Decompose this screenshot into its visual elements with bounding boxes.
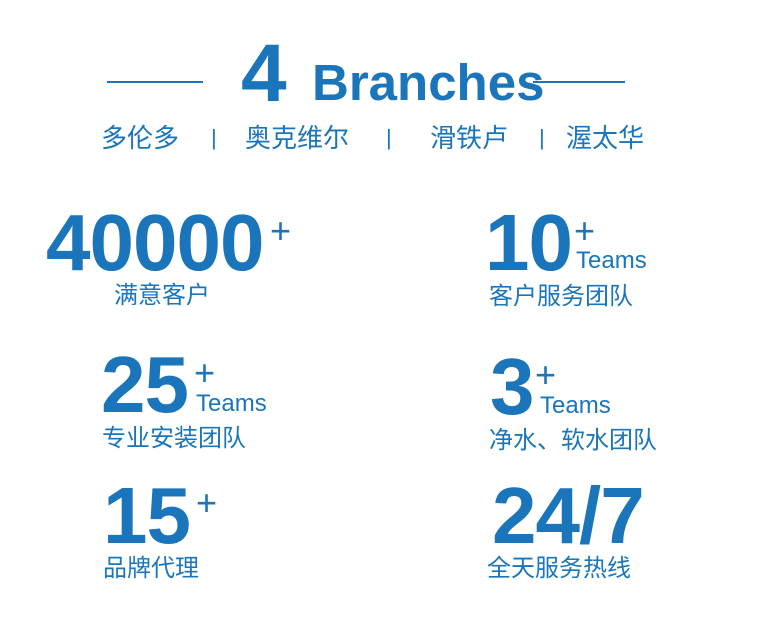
stat-label: 满意客户 [114,282,210,309]
stat-plus: + [574,210,596,251]
city-separator: | [386,125,392,150]
city-ottawa: 渥太华 [566,123,645,153]
stat-plus: + [196,482,218,523]
stat-unit: Teams [576,247,647,274]
stat-plus: + [194,352,216,393]
stat-value: 3 [490,342,534,431]
stat-plus: + [270,210,292,251]
branch-count: 4 [241,28,287,119]
stat-plus: + [535,354,557,395]
left-divider [107,81,203,83]
stat-value: 15 [103,471,191,560]
stat-label: 专业安装团队 [102,425,246,452]
stat-label: 净水、软水团队 [489,427,657,454]
city-separator: | [539,125,545,150]
stat-label: 全天服务热线 [487,555,631,582]
city-toronto: 多伦多 [101,123,180,153]
city-separator: | [211,125,217,150]
city-oakville: 奥克维尔 [245,123,350,153]
right-divider [533,81,625,83]
stat-value: 25 [101,340,189,429]
stat-value: 10 [485,198,573,287]
stat-label: 客户服务团队 [489,283,633,310]
branches-title: Branches [312,54,545,111]
stat-unit: Teams [540,392,611,419]
stat-value: 40000 [46,198,264,287]
stat-label: 品牌代理 [103,555,199,582]
city-waterloo: 滑铁卢 [430,123,509,153]
stat-value: 24/7 [492,471,645,560]
stat-unit: Teams [196,390,267,417]
